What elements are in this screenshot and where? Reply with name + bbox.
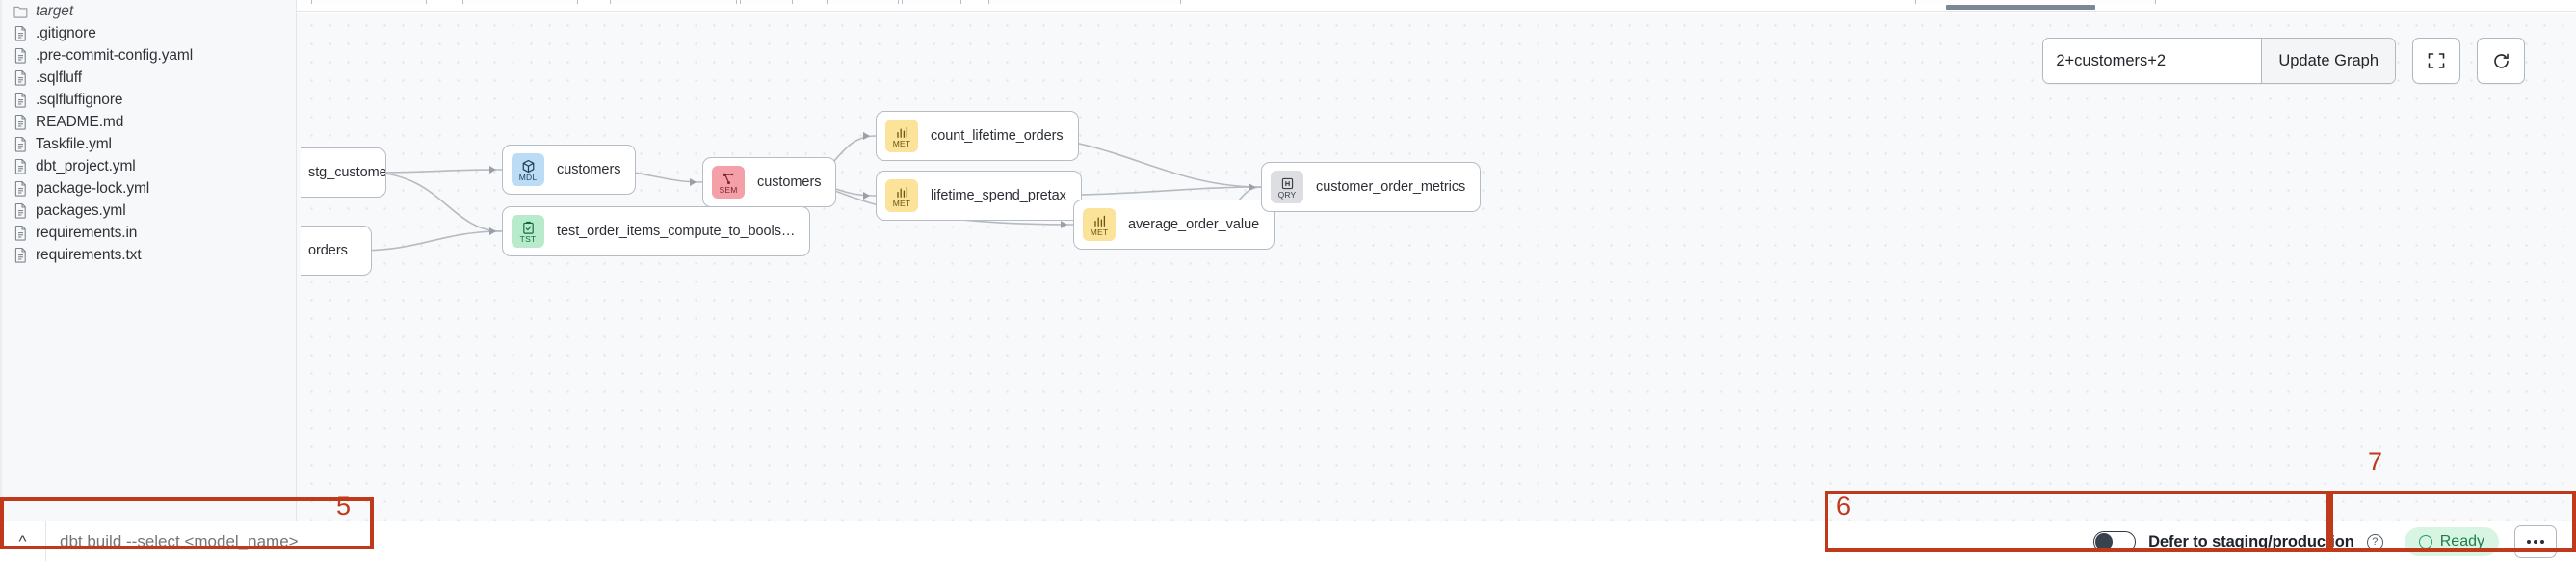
graph-node[interactable]: MDL customers	[502, 145, 637, 195]
met-badge-icon: MET	[1083, 208, 1116, 241]
graph-node[interactable]: orders	[301, 226, 372, 276]
graph-node-label: lifetime_spend_pretax	[931, 188, 1066, 203]
file-explorer-sidebar[interactable]: target .gitignore .pre-commit-config.yam…	[0, 0, 297, 521]
file-tree-item-label: packages.yml	[36, 201, 126, 219]
file-icon	[13, 47, 28, 64]
graph-node-label: customers	[557, 162, 621, 177]
status-badge[interactable]: Ready	[2404, 527, 2499, 556]
graph-node[interactable]: MET lifetime_spend_pretax	[876, 171, 1082, 221]
file-tree-item[interactable]: requirements.txt	[0, 244, 296, 266]
file-tree-item[interactable]: README.md	[0, 111, 296, 133]
file-icon	[13, 114, 28, 130]
graph-node-label: orders	[308, 243, 348, 258]
file-tree-item-label: .sqlfluffignore	[36, 91, 123, 108]
editor-tabstrip[interactable]	[297, 0, 2576, 12]
more-horizontal-icon[interactable]	[2514, 525, 2557, 558]
circle-icon	[2418, 535, 2432, 548]
tab-ghost-2[interactable]	[462, 0, 578, 4]
defer-label: Defer to staging/production	[2148, 532, 2354, 550]
folder-icon	[13, 3, 28, 19]
defer-control[interactable]: Defer to staging/production ?	[2093, 531, 2405, 552]
tab-ghost-8[interactable]	[1915, 0, 2156, 4]
file-tree-item[interactable]: dbt_project.yml	[0, 155, 296, 177]
file-tree-item-label: .sqlfluff	[36, 68, 82, 86]
file-tree-item[interactable]: .sqlfluff	[0, 67, 296, 89]
help-circle-icon[interactable]: ?	[2366, 533, 2383, 550]
file-tree-item[interactable]: .pre-commit-config.yaml	[0, 44, 296, 67]
file-icon	[13, 136, 28, 152]
sidebar-edge-shadow	[0, 0, 3, 521]
graph-search-input[interactable]	[2043, 39, 2262, 83]
file-tree-item-label: requirements.in	[36, 224, 138, 241]
file-tree-item-label: package-lock.yml	[36, 179, 150, 197]
refresh-icon[interactable]	[2477, 38, 2525, 84]
tab-ghost-5[interactable]	[827, 0, 899, 4]
graph-node[interactable]: MET average_order_value	[1073, 200, 1275, 250]
file-tree-item[interactable]: packages.yml	[0, 200, 296, 222]
file-icon	[13, 25, 28, 41]
bottom-status-bar[interactable]: ^ Defer to staging/production ? Ready	[0, 521, 2576, 561]
file-icon	[13, 180, 28, 197]
file-tree-item[interactable]: package-lock.yml	[0, 177, 296, 200]
graph-edges	[357, 132, 1262, 252]
mdl-badge-icon: MDL	[512, 153, 544, 186]
command-input[interactable]	[46, 521, 586, 561]
tab-ghost-7[interactable]	[988, 0, 1181, 4]
file-icon	[13, 92, 28, 108]
file-tree-item-label: README.md	[36, 113, 124, 130]
active-tab-indicator	[1946, 5, 2095, 10]
graph-node-label: test_order_items_compute_to_bools…	[557, 224, 796, 239]
file-tree-item[interactable]: .sqlfluffignore	[0, 89, 296, 111]
status-label: Ready	[2439, 533, 2484, 549]
tab-ghost-1[interactable]	[311, 0, 427, 4]
fullscreen-icon[interactable]	[2412, 38, 2460, 84]
file-tree-item-label: .gitignore	[36, 24, 96, 41]
met-badge-icon: MET	[885, 179, 918, 212]
graph-node[interactable]: SEM customers	[702, 157, 837, 207]
graph-node-label: customer_order_metrics	[1316, 179, 1466, 195]
graph-node[interactable]: TST test_order_items_compute_to_bools…	[502, 206, 811, 256]
sem-badge-icon: SEM	[712, 166, 745, 199]
file-tree-item[interactable]: target	[0, 0, 296, 22]
tab-ghost-6[interactable]	[902, 0, 961, 4]
defer-toggle[interactable]	[2093, 531, 2137, 552]
graph-node[interactable]: stg_customers	[301, 147, 386, 198]
file-tree-item-label: target	[36, 2, 74, 19]
status-group[interactable]: Ready	[2404, 525, 2576, 558]
file-icon	[13, 69, 28, 86]
bottom-bar-right-group[interactable]: Defer to staging/production ? Ready	[2093, 521, 2576, 561]
graph-toolbar[interactable]: Update Graph	[2042, 38, 2525, 84]
file-icon	[13, 202, 28, 219]
tab-ghost-4[interactable]	[740, 0, 793, 4]
graph-node[interactable]: QRY customer_order_metrics	[1261, 162, 1482, 212]
file-icon	[13, 247, 28, 263]
tab-ghost-3[interactable]	[610, 0, 737, 4]
file-tree-item-label: dbt_project.yml	[36, 157, 136, 174]
graph-search-group[interactable]: Update Graph	[2042, 38, 2396, 84]
graph-node[interactable]: MET count_lifetime_orders	[876, 111, 1079, 161]
tst-badge-icon: TST	[512, 215, 544, 248]
file-tree-item-label: .pre-commit-config.yaml	[36, 46, 194, 64]
defer-toggle-knob	[2095, 533, 2114, 550]
graph-node-label: count_lifetime_orders	[931, 128, 1064, 144]
graph-node-label: average_order_value	[1128, 217, 1260, 232]
file-tree-item[interactable]: requirements.in	[0, 222, 296, 244]
graph-node-label: stg_customers	[308, 165, 386, 180]
graph-node-label: customers	[757, 174, 822, 190]
file-icon	[13, 158, 28, 174]
update-graph-button[interactable]: Update Graph	[2261, 39, 2395, 83]
qry-badge-icon: QRY	[1271, 171, 1303, 203]
file-tree[interactable]: target .gitignore .pre-commit-config.yam…	[0, 0, 296, 266]
chevron-up-icon[interactable]: ^	[0, 521, 46, 561]
met-badge-icon: MET	[885, 120, 918, 152]
file-icon	[13, 225, 28, 241]
file-tree-item[interactable]: Taskfile.yml	[0, 133, 296, 155]
file-tree-item-label: requirements.txt	[36, 246, 142, 263]
file-tree-item[interactable]: .gitignore	[0, 22, 296, 44]
file-tree-item-label: Taskfile.yml	[36, 135, 112, 152]
